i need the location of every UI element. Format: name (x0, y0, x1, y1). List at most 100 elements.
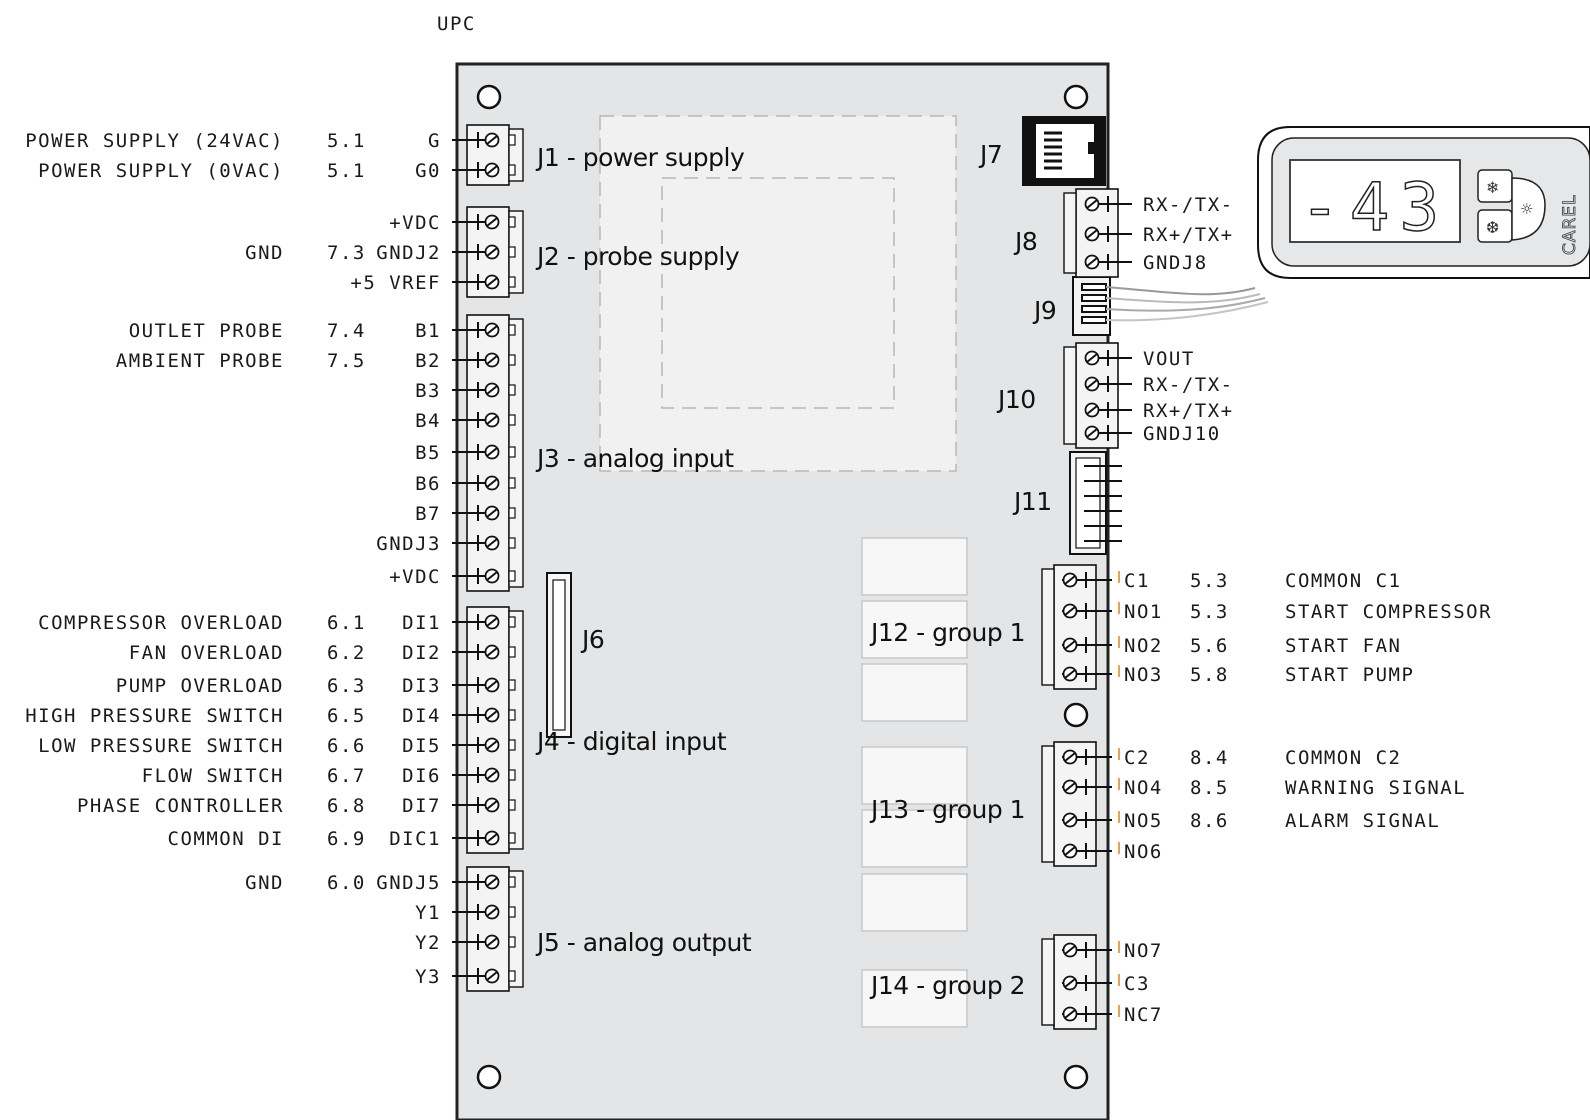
terminal-pin-label: B2 (415, 350, 441, 372)
terminal-ref-label: 6.5 (327, 705, 366, 727)
terminal-pin-label: Y2 (415, 932, 441, 954)
j10-label: J10 (996, 385, 1036, 414)
terminal-clip (508, 164, 516, 176)
terminal-screw-slot (486, 800, 498, 810)
terminal-screw-slot (1064, 606, 1076, 616)
terminal-pin-label: +VDC (389, 566, 441, 588)
terminal-screw-slot (1064, 945, 1076, 955)
terminal-pin-label: DI3 (402, 675, 441, 697)
terminal-screw-slot (1086, 353, 1098, 363)
mounting-hole (1063, 1064, 1089, 1090)
terminal-ref-label: 5.1 (327, 130, 366, 152)
terminal-desc-label: COMMON C2 (1285, 747, 1401, 769)
terminal-desc-label: FAN OVERLOAD (129, 642, 284, 664)
relay-block (861, 809, 968, 868)
terminal-desc-label: START FAN (1285, 635, 1401, 657)
terminal-screw-slot (1086, 257, 1098, 267)
terminal-screw-slot (486, 710, 498, 720)
terminal-ref-label: 7.3 (327, 242, 366, 264)
j9-label: J9 (1032, 296, 1056, 325)
j8-label: J8 (1013, 227, 1037, 256)
terminal-screw-slot (486, 833, 498, 843)
terminal-pin-label: RX+/TX+ (1143, 224, 1234, 246)
terminal-desc-label: GND (245, 242, 284, 264)
terminal-clip (508, 477, 516, 489)
terminal-clip (508, 679, 516, 691)
display-key-light[interactable] (1511, 177, 1546, 241)
terminal-pin-label: NO7 (1124, 940, 1163, 962)
terminal-screw-slot (1086, 199, 1098, 209)
terminal-screw-slot (486, 277, 498, 287)
terminal-pin-label: VOUT (1143, 348, 1195, 370)
terminal-ref-label: 6.2 (327, 642, 366, 664)
terminal-screw-slot (486, 247, 498, 257)
terminal-clip (508, 354, 516, 366)
terminal-clip (508, 446, 516, 458)
relay-terminal-plug (1041, 568, 1055, 686)
left-terminal-plug (508, 610, 524, 850)
relay-block (861, 746, 968, 805)
terminal-screw-slot (486, 135, 498, 145)
terminal-screw-slot (486, 478, 498, 488)
j7-label: J7 (978, 140, 1002, 169)
terminal-screw-slot (486, 447, 498, 457)
terminal-screw-slot (1064, 669, 1076, 679)
display-reading: -43 (1300, 169, 1449, 246)
display-cable (1105, 286, 1269, 322)
snowflake-icon: ❄ (1486, 178, 1499, 197)
terminal-screw-slot (1064, 640, 1076, 650)
terminal-screw-slot (1086, 229, 1098, 239)
terminal-clip (508, 646, 516, 658)
terminal-pin-label: NO6 (1124, 841, 1163, 863)
terminal-desc-label: WARNING SIGNAL (1285, 777, 1466, 799)
terminal-desc-label: FLOW SWITCH (142, 765, 284, 787)
terminal-pin-label: DI2 (402, 642, 441, 664)
terminal-clip (508, 276, 516, 288)
terminal-pin-label: C1 (1124, 570, 1150, 592)
terminal-screw-slot (1086, 405, 1098, 415)
terminal-ref-label: 8.4 (1190, 747, 1229, 769)
serial-terminal-plug (1063, 192, 1077, 274)
relay-terminal-plug (1041, 938, 1055, 1026)
terminal-screw-slot (1064, 815, 1076, 825)
remote-display: -43 ❄ ❆ ☼ CAREL (1257, 126, 1590, 279)
j11-pins (1084, 465, 1122, 542)
terminal-pin-label: RX-/TX- (1143, 194, 1234, 216)
terminal-desc-label: HIGH PRESSURE SWITCH (25, 705, 284, 727)
terminal-desc-label: COMMON C1 (1285, 570, 1401, 592)
relay-block (861, 873, 968, 932)
j2-label: J2 - probe supply (535, 242, 740, 271)
terminal-pin-label: G0 (415, 160, 441, 182)
serial-terminal-plug (1063, 346, 1077, 445)
terminal-screw-slot (486, 538, 498, 548)
terminal-pin-label: B6 (415, 473, 441, 495)
terminal-pin-label: G (428, 130, 441, 152)
terminal-ref-label: 6.0 (327, 872, 366, 894)
terminal-ref-label: 8.5 (1190, 777, 1229, 799)
terminal-pin-label: NO4 (1124, 777, 1163, 799)
light-icon: ☼ (1520, 200, 1533, 218)
terminal-pin-label: B4 (415, 410, 441, 432)
terminal-screw-slot (486, 740, 498, 750)
terminal-clip (508, 769, 516, 781)
terminal-screw-slot (486, 165, 498, 175)
j13-label: J13 - group 1 (869, 795, 1025, 824)
terminal-pin-label: GNDJ10 (1143, 423, 1221, 445)
terminal-screw-slot (486, 385, 498, 395)
terminal-screw-slot (486, 325, 498, 335)
terminal-pin-label: DI6 (402, 765, 441, 787)
terminal-pin-label: DI4 (402, 705, 441, 727)
terminal-ref-label: 6.3 (327, 675, 366, 697)
terminal-screw-slot (1064, 1009, 1076, 1019)
terminal-pin-label: B3 (415, 380, 441, 402)
serial-terminal-blocks: RX-/TX-RX+/TX+GNDJ8VOUTRX-/TX-RX+/TX+GND… (1063, 188, 1234, 449)
terminal-screw-slot (1064, 978, 1076, 988)
terminal-pin-label: RX+/TX+ (1143, 400, 1234, 422)
terminal-clip (508, 384, 516, 396)
j6-label: J6 (580, 625, 604, 654)
relay-block (861, 663, 968, 722)
terminal-desc-label: AMBIENT PROBE (116, 350, 284, 372)
terminal-screw-slot (486, 770, 498, 780)
